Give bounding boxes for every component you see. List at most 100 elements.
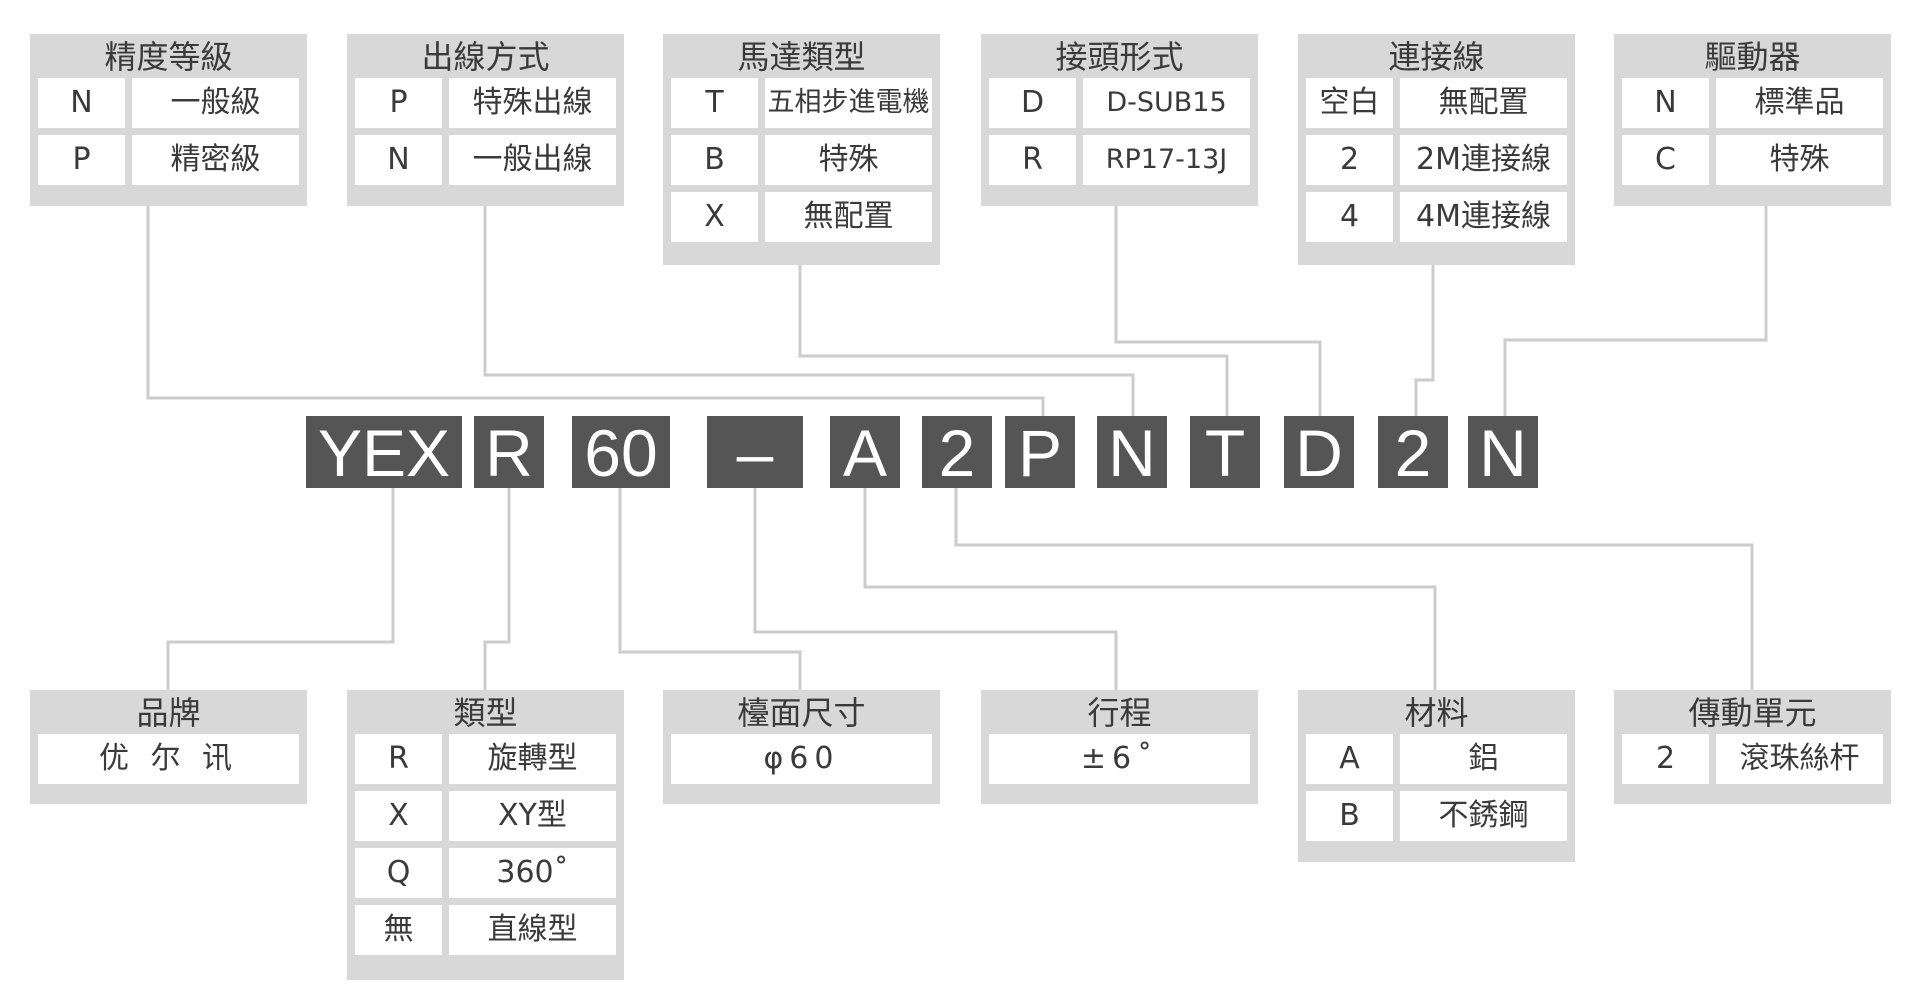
table-cell-description: 無配置: [765, 192, 932, 242]
code-segment-a: A: [830, 416, 900, 490]
table-cell-code: Q: [355, 848, 442, 898]
table-row: φ60: [671, 734, 932, 784]
connector-line-2: [483, 206, 1135, 416]
table-cell-description: 一般級: [132, 78, 299, 128]
connector-line-8: [483, 488, 511, 690]
connector-line-5: [1414, 265, 1435, 416]
table-cell-code: 2: [1622, 734, 1709, 784]
connector-line-9: [618, 488, 802, 690]
table-title: 類型: [453, 694, 518, 732]
table-cell-code: N: [1622, 78, 1709, 128]
table-cell-code: B: [1306, 791, 1393, 841]
table-cell-description: 直線型: [449, 905, 616, 955]
table-cell-description: 特殊: [765, 135, 932, 185]
table-title: 驅動器: [1704, 38, 1801, 76]
code-segment-n2: N: [1468, 416, 1538, 490]
table-cell-code: X: [355, 791, 442, 841]
table-title: 精度等級: [104, 38, 233, 76]
table-cell-description: XY型: [449, 791, 616, 841]
code-segment-2b: 2: [1378, 416, 1448, 490]
table-cell-description: 精密級: [132, 135, 299, 185]
table-cell-value: 优 尔 讯: [38, 734, 299, 784]
table-cell-description: 4M連接線: [1400, 192, 1567, 242]
table-cell-code: B: [671, 135, 758, 185]
table-cell-value: φ60: [671, 734, 932, 784]
table-cell-description: 特殊: [1716, 135, 1883, 185]
table-title: 連接線: [1388, 38, 1485, 76]
table-title: 材料: [1404, 694, 1469, 732]
table-cell-code: 空白: [1306, 78, 1393, 128]
table-cell-code: 無: [355, 905, 442, 955]
table-cell-code: 4: [1306, 192, 1393, 242]
table-row: 优 尔 讯: [38, 734, 299, 784]
table-cell-value: ±6˚: [989, 734, 1250, 784]
table-cell-code: P: [38, 135, 125, 185]
table-title: 接頭形式: [1055, 38, 1184, 76]
table-cell-description: 五相步進電機: [765, 78, 932, 128]
table-cell-code: D: [989, 78, 1076, 128]
code-segment-t: T: [1190, 416, 1260, 490]
code-segment-dash: –: [707, 416, 803, 490]
table-cell-code: P: [355, 78, 442, 128]
table-cell-code: A: [1306, 734, 1393, 784]
table-cell-code: 2: [1306, 135, 1393, 185]
table-cell-code: X: [671, 192, 758, 242]
table-cell-description: D-SUB15: [1083, 78, 1250, 128]
code-segment-2a: 2: [922, 416, 992, 490]
table-title: 出線方式: [421, 38, 550, 76]
table-cell-description: 滾珠絲杆: [1716, 734, 1883, 784]
code-segment-d: D: [1284, 416, 1354, 490]
code-segment-yex: YEX: [306, 416, 462, 490]
table-cell-description: 一般出線: [449, 135, 616, 185]
table-cell-description: 旋轉型: [449, 734, 616, 784]
table-cell-description: 鋁: [1400, 734, 1567, 784]
table-cell-code: N: [38, 78, 125, 128]
table-title: 行程: [1087, 694, 1152, 732]
connector-line-3: [798, 265, 1229, 416]
table-cell-code: R: [355, 734, 442, 784]
bottom-table-stroke: 行程±6˚: [981, 690, 1258, 804]
table-cell-code: T: [671, 78, 758, 128]
table-cell-description: 2M連接線: [1400, 135, 1567, 185]
table-cell-code: N: [355, 135, 442, 185]
connector-line-11: [863, 488, 1437, 690]
table-cell-description: 無配置: [1400, 78, 1567, 128]
connector-line-7: [166, 488, 395, 690]
table-title: 馬達類型: [737, 38, 866, 76]
code-segment-p: P: [1005, 416, 1075, 490]
table-title: 檯面尺寸: [737, 694, 866, 732]
table-row: 無直線型: [355, 905, 616, 955]
table-cell-description: RP17-13J: [1083, 135, 1250, 185]
bottom-table-brand: 品牌优 尔 讯: [30, 690, 307, 804]
connector-line-10: [753, 488, 1118, 690]
